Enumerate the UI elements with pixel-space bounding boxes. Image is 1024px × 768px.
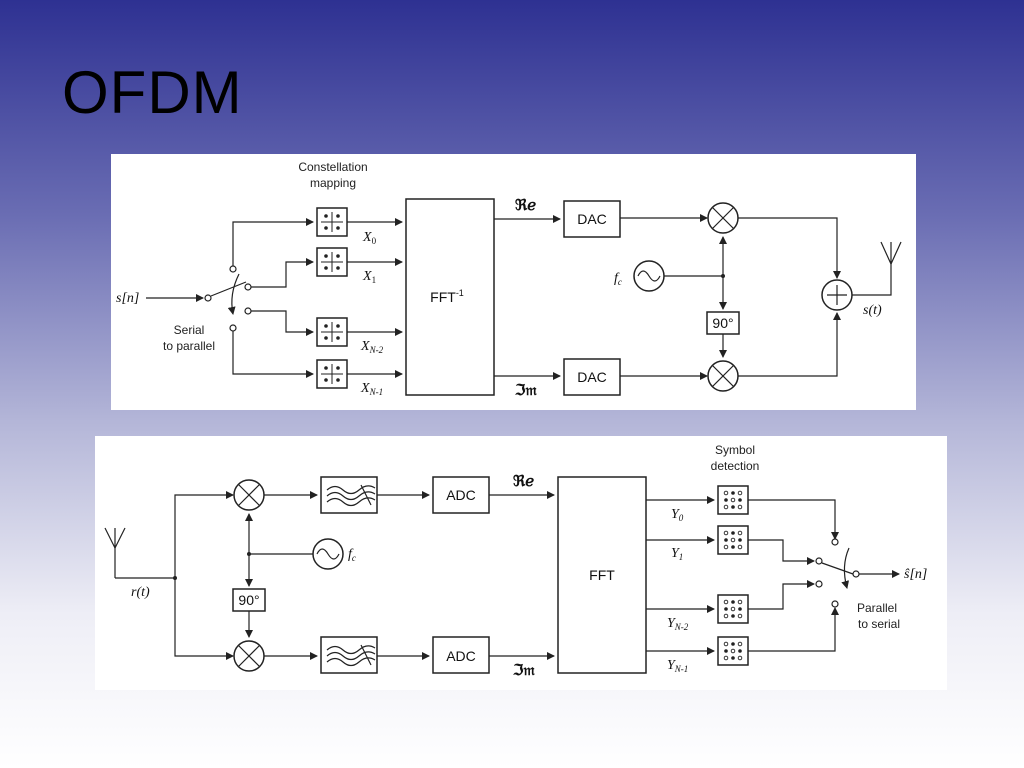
rx-switch-arm xyxy=(821,562,854,575)
detect-to-switch-1 xyxy=(748,539,815,565)
fft-label: FFT xyxy=(589,567,615,583)
constellation-block-3 xyxy=(316,359,348,389)
adc-block-top xyxy=(432,476,490,514)
detection-block-2 xyxy=(717,594,749,624)
rx-antenna-icon xyxy=(104,527,126,578)
rx-switch-contact-1 xyxy=(815,557,823,565)
adc-block-bottom xyxy=(432,636,490,674)
output-label-y0: Y0 xyxy=(671,507,684,523)
switch-contact-3 xyxy=(229,324,237,332)
symbol-label-x0: X0 xyxy=(362,230,377,246)
constellation-block-2 xyxy=(316,317,348,347)
detection-block-3 xyxy=(717,636,749,666)
detection-block-0 xyxy=(717,485,749,515)
transmitter-svg: Constellation mapping s[n] Serial to par… xyxy=(116,160,902,399)
dac-block-top xyxy=(563,200,621,238)
mixer-bottom xyxy=(707,360,739,392)
imag-part-label: ℑ𝔪 xyxy=(514,383,537,399)
rx-switch-pivot xyxy=(852,570,860,578)
branch-line-0 xyxy=(232,218,314,266)
rx-switch-contact-3 xyxy=(831,600,839,608)
detect-to-switch-2 xyxy=(748,580,815,610)
rx-mixer-top xyxy=(233,479,265,511)
dac-label-bottom: DAC xyxy=(577,369,607,385)
lowpass-filter-bottom xyxy=(320,636,378,674)
rx-mixer-bottom xyxy=(233,640,265,672)
phase-shifter-label: 90° xyxy=(712,315,733,331)
symbol-detection-label: Symbol xyxy=(715,443,755,457)
sum-to-antenna xyxy=(852,264,892,296)
adc-label-top: ADC xyxy=(446,487,476,503)
symbol-label-x1: X1 xyxy=(362,269,376,285)
ifft-label: FFT-1 xyxy=(430,288,464,305)
lowpass-filter-top xyxy=(320,476,378,514)
parallel-to-serial-label-2: to serial xyxy=(858,617,900,631)
transmitter-diagram: Constellation mapping s[n] Serial to par… xyxy=(111,154,916,410)
branch-line-1 xyxy=(251,258,314,288)
switch-pivot xyxy=(204,294,212,302)
mixer-top xyxy=(707,202,739,234)
constellation-label-2: mapping xyxy=(310,176,356,190)
oscillator-icon xyxy=(633,260,665,292)
detect-to-switch-3 xyxy=(748,607,839,652)
summation-icon xyxy=(821,279,853,311)
adc-label-bottom: ADC xyxy=(446,648,476,664)
output-signal-label: s(t) xyxy=(863,303,882,318)
branch-line-2 xyxy=(251,310,314,336)
output-label-yn1: YN-1 xyxy=(667,658,688,674)
ifft-block xyxy=(405,198,495,396)
serial-to-parallel-label-2: to parallel xyxy=(163,339,215,353)
input-signal-label: s[n] xyxy=(116,291,139,306)
rx-switch-contact-2 xyxy=(815,580,823,588)
output-label-yn2: YN-2 xyxy=(667,616,689,632)
switch-rotation-arrow xyxy=(227,273,240,315)
output-label-y1: Y1 xyxy=(671,546,683,562)
detection-block-1 xyxy=(717,525,749,555)
slide-title: OFDM xyxy=(62,59,243,126)
fft-block xyxy=(557,476,647,674)
real-part-label: ℜℯ xyxy=(515,198,536,214)
symbol-label-xn2: XN-2 xyxy=(360,339,384,355)
symbol-detection-label-2: detection xyxy=(711,459,760,473)
dac-block-bottom xyxy=(563,358,621,396)
rx-real-part-label: ℜℯ xyxy=(513,474,534,490)
switch-arm xyxy=(210,281,247,297)
detect-to-switch-0 xyxy=(748,499,839,540)
constellation-block-1 xyxy=(316,247,348,277)
rx-imag-part-label: ℑ𝔪 xyxy=(512,663,535,679)
received-signal-label: r(t) xyxy=(131,585,150,600)
receiver-diagram: r(t) fc 90° ADC ADC ℜℯ ℑ𝔪 FFT Symbol det… xyxy=(95,436,947,690)
constellation-block-0 xyxy=(316,207,348,237)
switch-contact-1 xyxy=(244,283,252,291)
rx-switch-rotation-arrow xyxy=(841,547,850,589)
dac-label-top: DAC xyxy=(577,211,607,227)
bottom-mixer-to-sum xyxy=(738,312,841,377)
input-to-bottom-mixer xyxy=(174,578,234,660)
constellation-label: Constellation xyxy=(298,160,367,174)
receiver-svg: r(t) fc 90° ADC ADC ℜℯ ℑ𝔪 FFT Symbol det… xyxy=(104,443,927,679)
top-mixer-to-sum xyxy=(738,217,841,279)
input-to-top-mixer xyxy=(174,491,234,578)
rx-phase-shifter-label: 90° xyxy=(238,592,259,608)
switch-contact-2 xyxy=(244,307,252,315)
switch-contact-0 xyxy=(229,265,237,273)
parallel-to-serial-label: Parallel xyxy=(857,601,897,615)
rx-output-signal-label: ŝ[n] xyxy=(904,567,927,582)
rx-oscillator-icon xyxy=(312,538,344,570)
symbol-label-xn1: XN-1 xyxy=(360,381,383,397)
rx-switch-contact-0 xyxy=(831,538,839,546)
rx-carrier-frequency-label: fc xyxy=(348,547,356,563)
tx-antenna-icon xyxy=(880,241,902,265)
branch-line-3 xyxy=(232,331,314,378)
carrier-frequency-label: fc xyxy=(614,271,622,287)
serial-to-parallel-label: Serial xyxy=(174,323,205,337)
